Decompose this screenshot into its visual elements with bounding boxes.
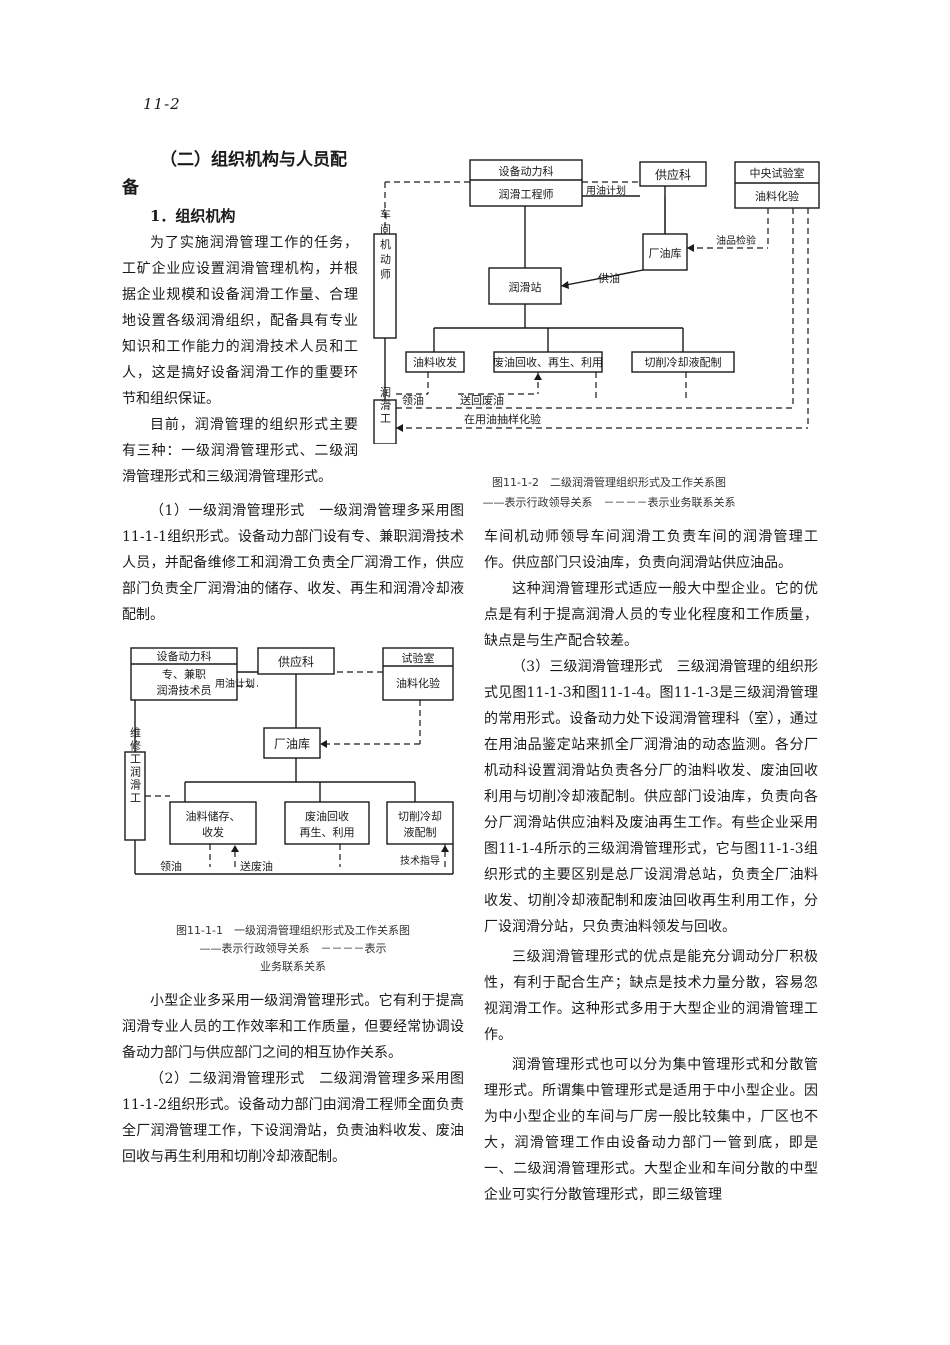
box-storage [169,801,257,845]
figure-legend: ——表示行政领导关系 －－－－表示业务联系关系 [482,496,736,509]
figure-11-1-2: 设备动力科 润滑工程师 供应科 中央试验室 油料化验 厂油库 润滑站 车间机动师… [373,159,820,444]
label-box-engineer: 润滑工程师 [499,187,554,201]
figure-11-1-1: 设备动力科 专、兼职 润滑技术员 供应科 试验室 油料化验 厂油库 维修工润滑工… [124,647,454,875]
label-box-workshop: 车间机动师 [379,207,392,283]
label-edge-plan: 用油计划 [215,677,255,690]
label-edge-getoil: 领油 [402,393,424,407]
label-edge-sample: 在用油抽样化验 [464,412,541,426]
figure-caption: 图11-1-1 一级润滑管理组织形式及工作关系图 [176,924,410,937]
label-box-waste: 再生、利用 [300,825,355,839]
label-edge-plan: 用油计划 [586,184,626,197]
box-oil-receive [405,351,465,373]
box-equipment-dept [469,159,583,207]
box-oil-depot [263,727,321,759]
text-block-intro: 为了实施润滑管理工作的任务，工矿企业应设置润滑管理机构，并根据企业规模和设备润滑… [122,230,358,490]
label-edge-getoil: 领油 [160,859,182,873]
label-box-depot: 厂油库 [274,736,310,751]
box-cutting [386,801,454,845]
box-equipment-dept [130,647,238,701]
label-box-cutting: 液配制 [404,825,437,839]
box-waste [284,801,370,845]
paragraph: （1）一级润滑管理形式 一级润滑管理多采用图11-1-1组织形式。设备动力部门设… [122,503,464,623]
label-box-waste: 废油回收、再生、利用 [493,355,603,369]
label-box-storage: 油料储存、 [186,809,241,823]
label-box-depot: 厂油库 [649,246,682,260]
text-block-right: 车间机动师领导车间润滑工负责车间的润滑管理工作。供应部门只设油库，负责向润滑站供… [484,524,818,1208]
label-box-storage: 收发 [202,825,224,839]
text-block-level1: （1）一级润滑管理形式 一级润滑管理多采用图11-1-1组织形式。设备动力部门设… [122,498,464,628]
paragraph: 润滑管理形式也可以分为集中管理形式和分散管理形式。所谓集中管理形式是适用于中小型… [484,1057,818,1203]
label-box-station: 润滑站 [509,280,542,294]
paragraph: 为了实施润滑管理工作的任务，工矿企业应设置润滑管理机构，并根据企业规模和设备润滑… [122,235,358,407]
label-box-supply: 供应科 [278,654,314,669]
label-box-lab: 试验室 [402,651,435,665]
paragraph: 这种润滑管理形式适应一般大中型企业。它的优点是有利于提高润滑人员的专业化程度和工… [484,581,818,649]
label-edge-supply: 供油 [598,271,620,285]
label-box-receive: 油料收发 [413,355,457,369]
text-block-left-lower: 小型企业多采用一级润滑管理形式。它有利于提高润滑专业人员的工作效率和工作质量，但… [122,988,464,1170]
label-box-lab: 油料化验 [755,189,799,203]
paragraph: 目前，润滑管理的组织形式主要有三种：一级润滑管理形式、二级润滑管理形式和三级润滑… [122,417,358,485]
label-box-equipment: 设备动力科 [157,649,212,663]
label-edge-sendwaste: 送废油 [240,859,273,873]
subsection-title: 1．组织机构 [150,207,236,225]
figure-legend: 业务联系关系 [260,960,326,973]
paragraph: （3）三级润滑管理形式 三级润滑管理的组织形式见图11-1-3和图11-1-4。… [484,659,818,935]
box-supply-dept [639,161,707,187]
figure-caption: 图11-1-2 二级润滑管理组织形式及工作关系图 [492,476,726,489]
box-central-lab [734,161,820,209]
label-box-oiler: 润滑工 [379,385,392,425]
label-box-cutting: 切削冷却液配制 [645,355,722,369]
label-edge-inspect: 油品检验 [716,234,756,247]
paragraph: 三级润滑管理形式的优点是能充分调动分厂积极性，有利于配合生产；缺点是技术力量分散… [484,949,818,1043]
paragraph: 车间机动师领导车间润滑工负责车间的润滑管理工作。供应部门只设油库，负责向润滑站供… [484,529,818,571]
paragraph: 小型企业多采用一级润滑管理形式。它有利于提高润滑专业人员的工作效率和工作质量，但… [122,993,464,1061]
box-lab [382,647,454,701]
label-box-maintenance: 维修工润滑工 [129,727,142,805]
figure-legend: ——表示行政领导关系 －－－－表示 [199,942,387,955]
label-box-equipment: 专、兼职 [162,667,206,681]
label-box-lab: 中央试验室 [750,166,805,180]
label-box-supply: 供应科 [655,167,691,182]
label-edge-sendwaste: 送回废油 [460,393,504,407]
label-box-waste: 废油回收 [305,809,349,823]
label-box-cutting: 切削冷却 [398,809,442,823]
label-box-equipment: 润滑技术员 [157,683,212,697]
page-number: 11-2 [143,95,181,113]
section-title: （二）组织机构与人员配备 [122,150,347,198]
paragraph: （2）二级润滑管理形式 二级润滑管理多采用图11-1-2组织形式。设备动力部门由… [122,1071,464,1165]
label-box-equipment: 设备动力科 [499,164,554,178]
label-box-lab: 油料化验 [396,676,440,690]
label-edge-tech: 技术指导 [400,854,440,867]
